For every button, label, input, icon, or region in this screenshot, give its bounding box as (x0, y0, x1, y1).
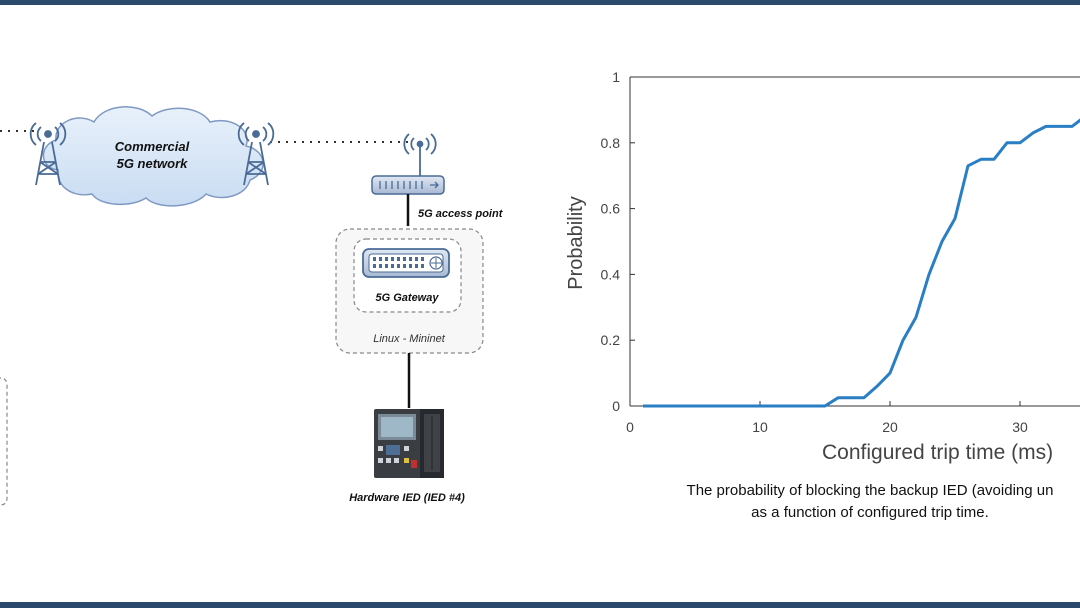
gateway-label: 5G Gateway (376, 292, 440, 304)
gateway-icon (362, 248, 450, 278)
hardware-ied-icon (374, 409, 444, 478)
x-tick-label: 30 (1012, 419, 1028, 435)
bottom-border (0, 602, 1080, 608)
x-tick-label: 10 (752, 419, 768, 435)
top-border (0, 0, 1080, 5)
y-tick-label: 0.2 (601, 332, 621, 348)
network-diagram: Commercial 5G network (0, 106, 504, 506)
cloud-label-line1: Commercial (115, 139, 190, 154)
cloud-shape (42, 106, 264, 207)
y-tick-label: 0.8 (601, 135, 621, 151)
figure-caption: The probability of blocking the backup I… (560, 480, 1080, 524)
series-line-probability (643, 118, 1080, 408)
y-tick-label: 0.4 (601, 266, 621, 282)
left-partial-container (0, 377, 8, 506)
cell-tower-left-icon (29, 122, 67, 186)
caption-line-1: The probability of blocking the backup I… (686, 482, 1054, 499)
y-tick-label: 1 (612, 69, 620, 85)
container-label: Linux - Mininet (373, 333, 445, 345)
cell-tower-right-icon (237, 122, 275, 186)
probability-chart: 0 0.2 0.4 0.6 0.8 1 0 10 20 30 Probability Confi… (565, 69, 1080, 464)
access-point-label: 5G access point (418, 208, 504, 220)
x-axis-label: Configured trip time (ms) (822, 441, 1053, 464)
access-point-antenna-icon (403, 133, 437, 176)
y-tick-label: 0 (612, 398, 620, 414)
x-tick-label: 0 (626, 419, 634, 435)
cloud-label-line2: 5G network (117, 156, 189, 171)
y-tick-label: 0.6 (601, 201, 621, 217)
access-point-icon (371, 175, 445, 195)
x-tick-label: 20 (882, 419, 898, 435)
y-axis-label: Probability (565, 196, 587, 289)
ied-label: Hardware IED (IED #4) (349, 492, 465, 504)
caption-line-2: as a function of configured trip time. (751, 504, 989, 521)
